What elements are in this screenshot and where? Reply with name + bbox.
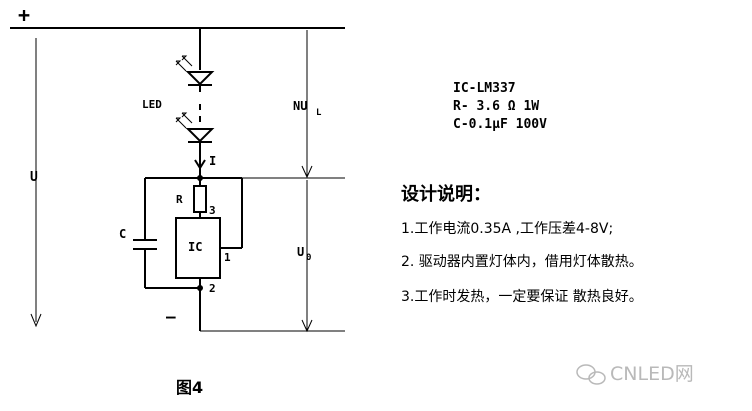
u0-arrow-head bbox=[301, 319, 313, 333]
resistor-body bbox=[193, 185, 207, 213]
chat-bubble-icon bbox=[576, 364, 606, 385]
current-label: I bbox=[209, 154, 216, 168]
u0-label: U bbox=[297, 245, 304, 259]
ic-pin-2-label: 2 bbox=[209, 282, 216, 295]
capacitor-label: C bbox=[119, 227, 126, 241]
u-arrow-head bbox=[30, 313, 42, 328]
ic-label: IC bbox=[188, 240, 202, 254]
note-2: 2. 驱动器内置灯体内，借用灯体散热。 bbox=[401, 254, 643, 270]
note-3: 3.工作时发热，一定要保证 散热良好。 bbox=[401, 289, 643, 305]
resistor-label: R bbox=[176, 193, 183, 206]
plus-label: + bbox=[18, 3, 30, 27]
spec-capacitor: C-0.1μF 100V bbox=[453, 117, 547, 132]
ic-pin-3-label: 3 bbox=[209, 204, 216, 217]
u0-subscript: 0 bbox=[306, 253, 311, 263]
led-1-symbol bbox=[175, 55, 215, 86]
u-label: U bbox=[30, 170, 38, 185]
watermark-text: CNLED网 bbox=[610, 363, 694, 385]
figure-caption: 图4 bbox=[176, 378, 203, 397]
note-1: 1.工作电流0.35A ,工作压差4-8V; bbox=[401, 221, 613, 237]
led-label: LED bbox=[142, 98, 162, 111]
spec-resistor: R- 3.6 Ω 1W bbox=[453, 99, 539, 114]
current-arrow-head bbox=[194, 159, 206, 170]
nul-label: NU bbox=[293, 99, 307, 113]
nul-arrow-head bbox=[301, 165, 313, 179]
spec-ic: IC-LM337 bbox=[453, 81, 516, 96]
notes-title: 设计说明： bbox=[401, 183, 491, 205]
minus-label: — bbox=[166, 307, 176, 326]
led-2-symbol bbox=[175, 112, 215, 143]
nul-subscript: L bbox=[316, 108, 322, 118]
ic-pin-1-label: 1 bbox=[224, 251, 231, 264]
